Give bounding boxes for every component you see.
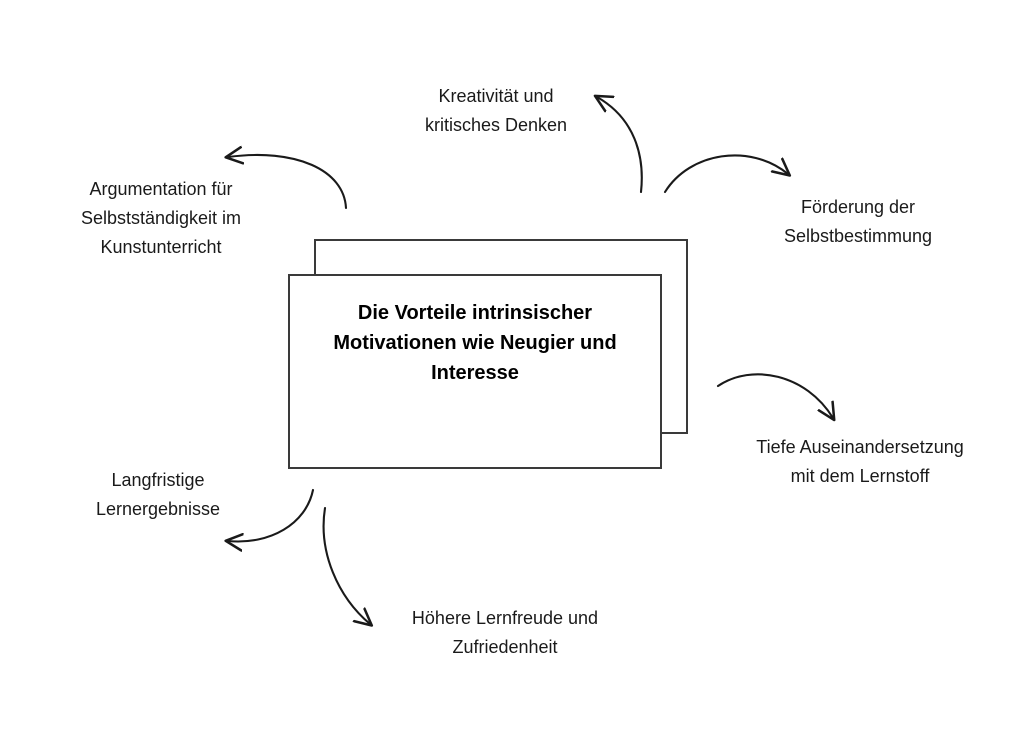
- label-tiefe-auseinandersetzung-mit-dem-lernstoff: Tiefe Auseinandersetzung mit dem Lernsto…: [756, 437, 964, 486]
- arrow-to-tiefe-path: [716, 373, 833, 418]
- label-argumentation-fuer-selbststaendigkeit-im-kunstunterricht: Argumentation für Selbstständigkeit im K…: [80, 179, 242, 257]
- arrow-to-hoehere-path: [322, 506, 370, 624]
- center-box-title: Die Vorteile intrinsischer Motivationen …: [333, 302, 617, 384]
- label-kreativitaet-und-kritisches-denken: Kreativität und kritisches Denken: [424, 86, 568, 135]
- label-hoehere-lernfreude-und-zufriedenheit: Höhere Lernfreude und Zufriedenheit: [411, 608, 599, 657]
- center-box-front: [288, 274, 662, 469]
- label-langfristige-lernergebnisse: Langfristige Lernergebnisse: [95, 470, 221, 519]
- arrow-to-foerderung-path: [663, 154, 788, 194]
- label-foerderung-der-selbstbestimmung: Förderung der Selbstbestimmung: [783, 197, 933, 246]
